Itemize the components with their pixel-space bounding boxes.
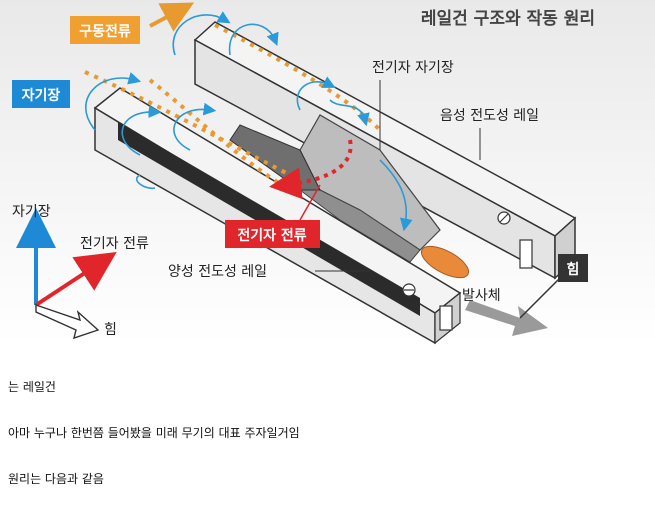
force-badge: 힘 [519,254,588,319]
axis-magnetic-label: 자기장 [12,204,51,220]
drive-current-badge: 구동전류 [70,16,140,44]
projectile-shape [420,245,470,279]
armature-current-badge: 전기자 전류 [225,184,321,248]
magnetic-field-arrows [85,11,413,232]
em-field-label: 전기자 자기장 [372,60,454,150]
positive-rail-label: 양성 전도성 레일 [168,264,370,280]
drive-current-return [148,78,292,192]
svg-text:전기자 전류: 전기자 전류 [237,227,306,244]
svg-text:자기장: 자기장 [22,87,61,104]
drive-current-arrow [149,2,195,32]
axis-indicator: 자기장 전기자 전류 힘 [12,204,149,340]
railgun-diagram: 레일건 구조와 작동 원리 [0,0,655,345]
caption-line-2: 아마 누구나 한번쯤 들어봤을 미래 무기의 대표 주자일거임 [8,426,300,440]
drive-current-path [84,70,301,182]
drive-current-path-upper [214,23,382,132]
svg-text:음성 전도성 레일: 음성 전도성 레일 [440,108,539,124]
caption-line-1: 는 레일건 [8,380,56,394]
diagram-title: 레일건 구조와 작동 원리 [421,9,595,29]
negative-rail-label: 음성 전도성 레일 [440,108,539,160]
svg-text:양성 전도성 레일: 양성 전도성 레일 [168,264,267,280]
svg-text:전기자 자기장: 전기자 자기장 [372,60,454,76]
force-arrow [465,300,548,336]
axis-force-label: 힘 [104,322,117,338]
caption-line-3: 원리는 다음과 같음 [8,472,104,486]
svg-text:힘: 힘 [567,261,580,278]
projectile-label: 발사체 [462,288,501,304]
axis-current-label: 전기자 전류 [80,236,149,252]
svg-text:구동전류: 구동전류 [79,23,131,40]
magnetic-field-badge: 자기장 [12,80,70,108]
